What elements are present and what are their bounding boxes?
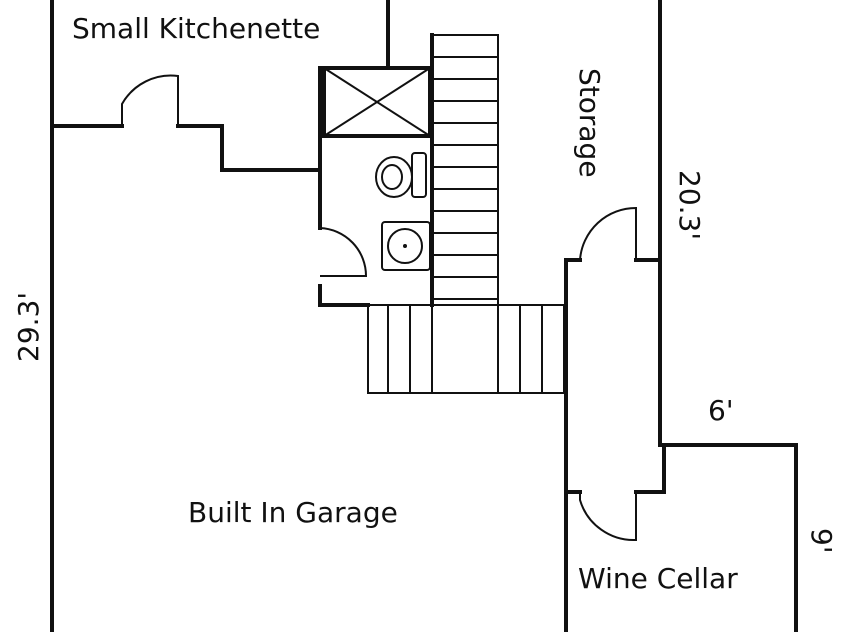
cellar-width-label: 6' [708,394,734,427]
stairs-upper [431,34,499,306]
dimension-labels: 29.3' 20.3' 6' 9' [12,170,838,554]
cellar-height-label: 9' [805,528,838,554]
garage-label: Built In Garage [188,496,398,529]
cabinet-x-icon [322,66,432,138]
storage-door [579,206,637,261]
walls [50,0,798,632]
storage-label: Storage [573,68,606,178]
bathroom-door [319,227,368,277]
kitchenette-label: Small Kitchenette [72,12,320,45]
wine-cellar-label: Wine Cellar [578,562,738,595]
sink-icon [381,221,431,271]
toilet-icon [375,152,427,198]
doors [121,74,637,542]
fixtures [322,66,432,271]
right-height-label: 20.3' [673,170,706,240]
room-labels: Small Kitchenette Storage Built In Garag… [72,12,738,595]
kitchenette-door [121,74,179,126]
left-height-label: 29.3' [12,292,45,362]
wine-cellar-door [579,492,637,542]
stairs-lower [367,304,565,394]
